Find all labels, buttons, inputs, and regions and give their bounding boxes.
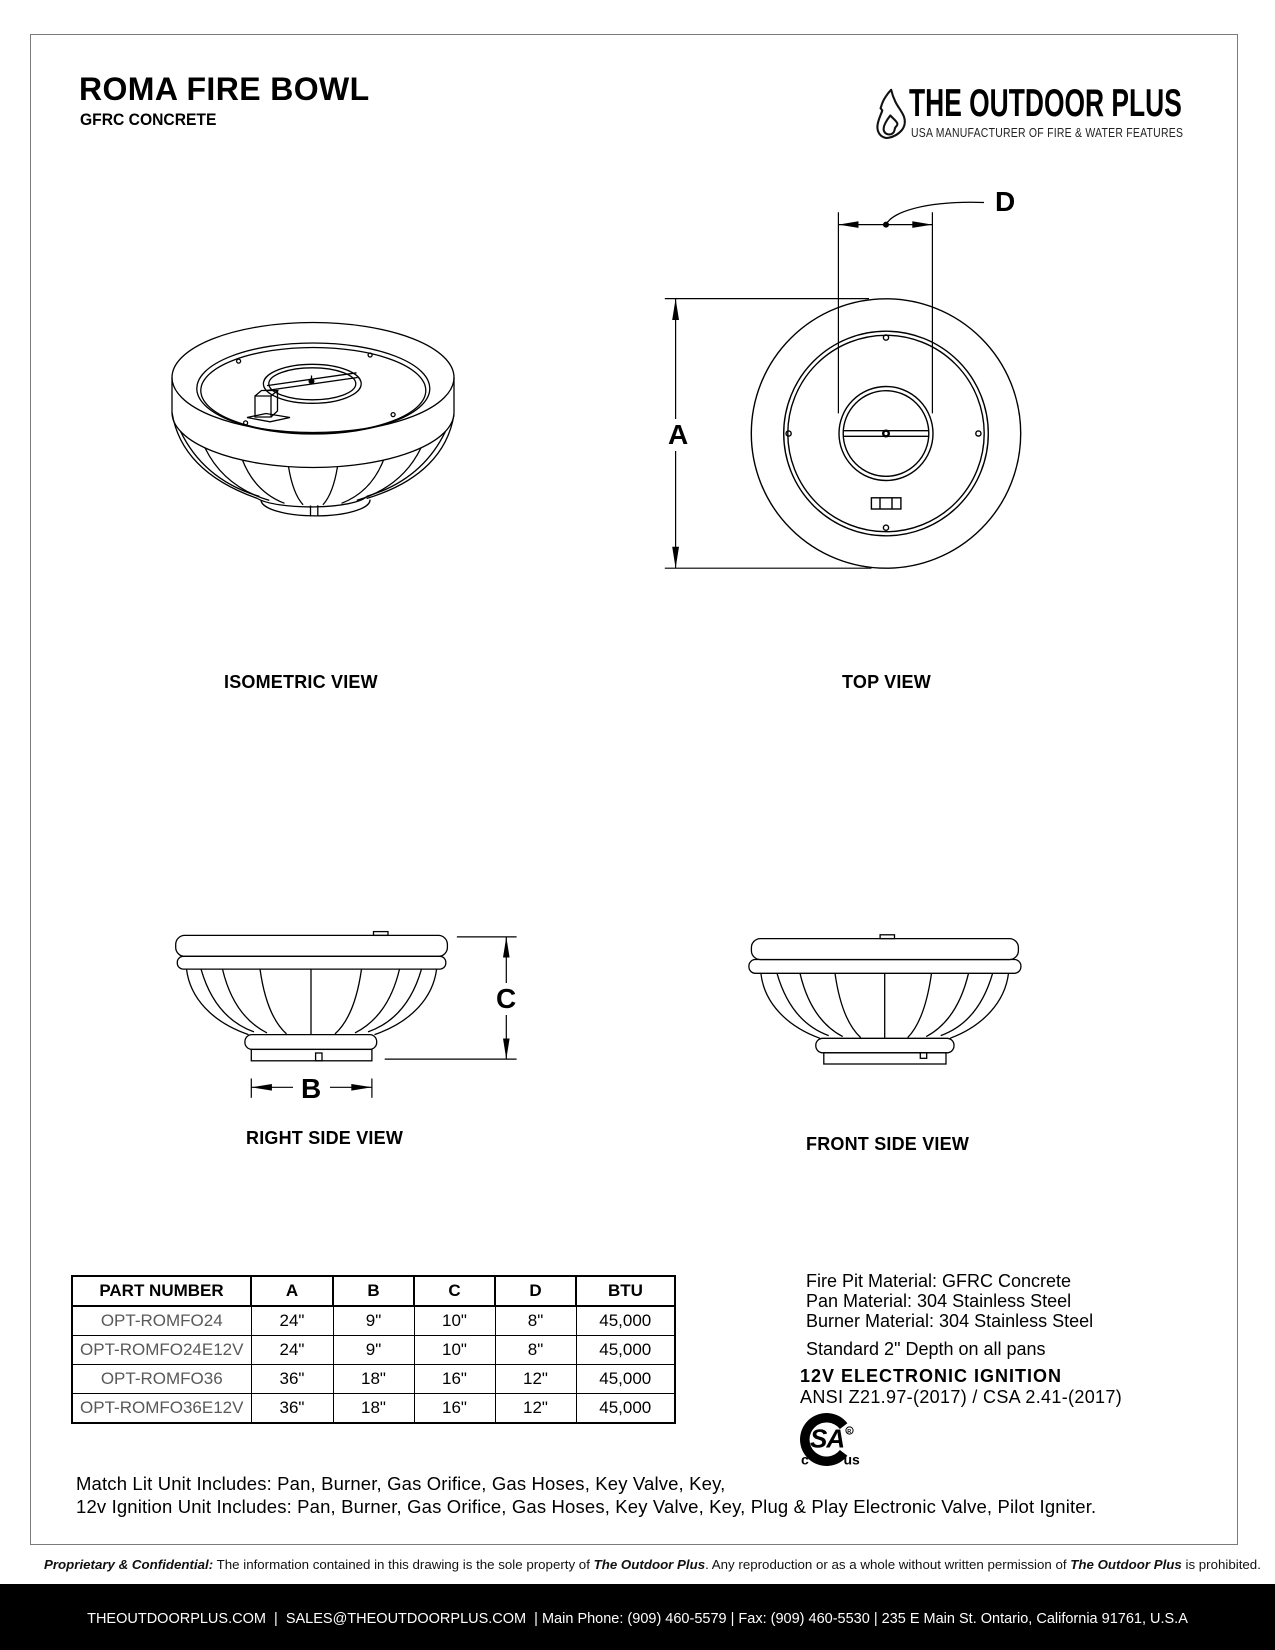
svg-text:c: c [801,1452,809,1468]
svg-text:SA: SA [810,1424,844,1454]
svg-text:R: R [847,1429,851,1435]
svg-text:us: us [844,1452,861,1468]
